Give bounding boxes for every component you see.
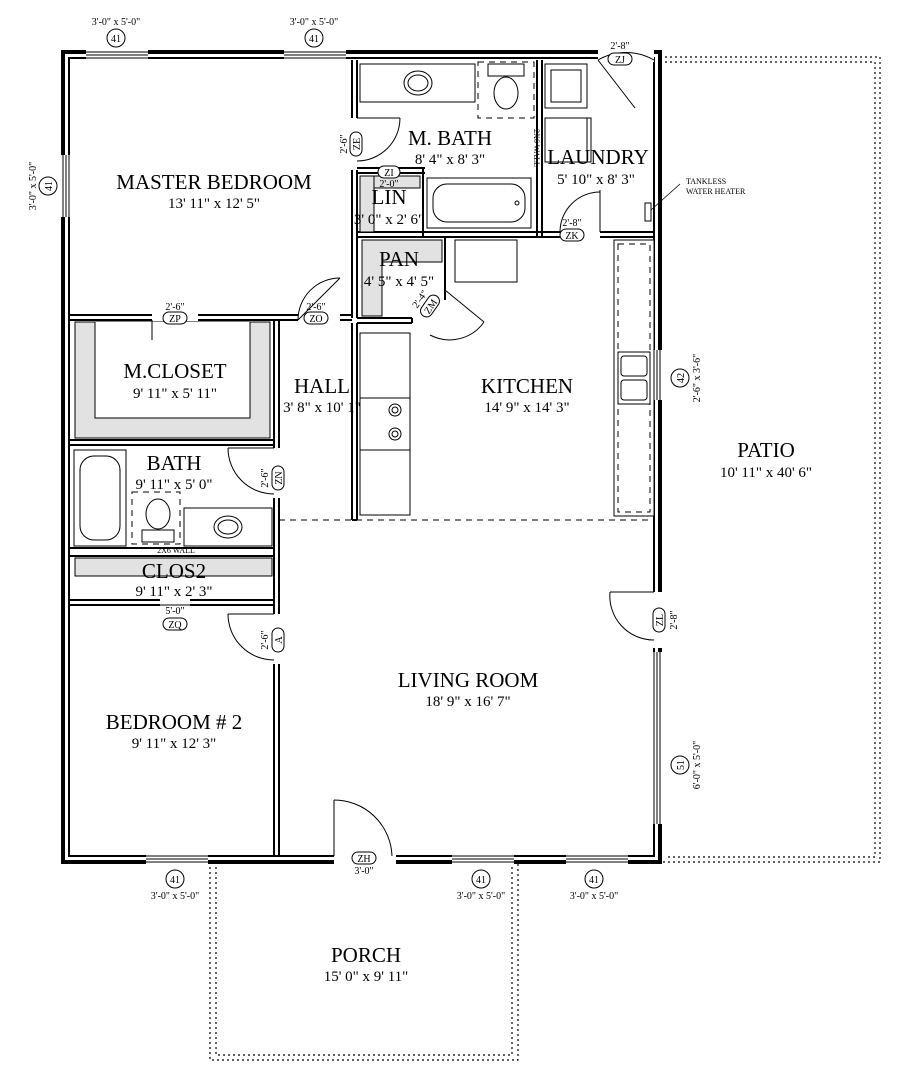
bath-dim: 9' 11" x 5' 0" xyxy=(135,477,212,493)
door-swings xyxy=(151,51,655,857)
window-tag-bot-right: 41 xyxy=(589,875,599,886)
patio-dim: 10' 11" x 40' 6" xyxy=(720,465,812,481)
master-bedroom-name: MASTER BEDROOM xyxy=(116,170,312,194)
living-room-dim: 18' 9" x 16' 7" xyxy=(425,694,510,710)
hall-dim: 3' 8" x 10' 1" xyxy=(283,400,361,416)
window-size-kitchen: 2'-6" x 3'-6" xyxy=(692,354,703,402)
living-room-name: LIVING ROOM xyxy=(398,668,539,692)
window-tag-left: 41 xyxy=(44,181,55,191)
pan-name: PAN xyxy=(379,247,419,271)
door-tag-zo: ZO xyxy=(309,314,322,325)
door-tag-zn: ZN xyxy=(274,471,285,484)
window-size-top-mid: 3'-0" x 5'-0" xyxy=(290,17,338,28)
door-tag-zj: ZJ xyxy=(615,55,625,66)
door-size-zn: 2'-6" xyxy=(260,468,271,487)
window-size-bot-left: 3'-0" x 5'-0" xyxy=(151,891,199,902)
door-tag-zh: ZH xyxy=(357,854,370,865)
hall-name: HALL xyxy=(294,374,350,398)
bath-name: BATH xyxy=(147,451,202,475)
notes: 2X6 WALL 2X6 WALL TANKLESS WATER HEATER xyxy=(157,129,746,555)
porch-name: PORCH xyxy=(331,943,401,967)
clos2-dim: 9' 11" x 2' 3" xyxy=(135,584,212,600)
door-tag-zl: ZL xyxy=(655,614,666,626)
door-tag-zi: ZI xyxy=(384,168,393,179)
note-water-heater: WATER HEATER xyxy=(686,187,746,196)
door-size-a: 2'-6" xyxy=(260,630,271,649)
door-tag-zp: ZP xyxy=(169,314,181,325)
lin-name: LIN xyxy=(372,185,407,209)
window-tag-bot-mid: 41 xyxy=(476,875,486,886)
note-2x6-wall-top: 2X6 WALL xyxy=(532,129,541,167)
pan-dim: 4' 5" x 4' 5" xyxy=(364,274,434,290)
window-size-bot-mid: 3'-0" x 5'-0" xyxy=(457,891,505,902)
window-size-bot-right: 3'-0" x 5'-0" xyxy=(570,891,618,902)
porch-dim: 15' 0" x 9' 11" xyxy=(324,969,409,985)
window-tag-living: 51 xyxy=(676,760,687,770)
patio-outline xyxy=(660,56,881,863)
kitchen-name: KITCHEN xyxy=(481,374,573,398)
laundry-dim: 5' 10" x 8' 3" xyxy=(557,172,635,188)
lin-dim: 3' 0" x 2' 6" xyxy=(354,212,424,228)
m-bath-name: M. BATH xyxy=(408,126,492,150)
window-tag-top-mid: 41 xyxy=(309,34,319,45)
m-closet-dim: 9' 11" x 5' 11" xyxy=(133,386,217,402)
master-bedroom-dim: 13' 11" x 12' 5" xyxy=(168,196,260,212)
kitchen-dim: 14' 9" x 14' 3" xyxy=(484,400,569,416)
fixtures xyxy=(73,61,681,547)
bedroom2-name: BEDROOM # 2 xyxy=(106,710,243,734)
window-tag-kitchen: 42 xyxy=(676,373,687,383)
m-closet-name: M.CLOSET xyxy=(123,359,226,383)
note-2x6-wall-bath: 2X6 WALL xyxy=(157,546,195,555)
clos2-name: CLOS2 xyxy=(142,559,206,583)
window-tag-bot-left: 41 xyxy=(170,875,180,886)
exterior-windows xyxy=(60,48,664,866)
note-tankless: TANKLESS xyxy=(686,177,726,186)
door-tag-zq: ZQ xyxy=(168,620,182,631)
door-size-ze: 2'-6" xyxy=(339,134,350,153)
door-size-zj: 2'-8" xyxy=(610,41,629,52)
window-size-top-left: 3'-0" x 5'-0" xyxy=(92,17,140,28)
laundry-name: LAUNDRY xyxy=(547,145,649,169)
door-size-zi: 2'-0" xyxy=(379,179,398,190)
door-size-zh: 3'-0" xyxy=(354,866,373,877)
door-tag-a: A xyxy=(274,636,285,644)
room-labels: MASTER BEDROOM 13' 11" x 12' 5" M. BATH … xyxy=(106,126,812,985)
door-tag-ze: ZE xyxy=(352,138,363,150)
interior-walls xyxy=(69,60,654,856)
door-size-zp: 2'-6" xyxy=(165,302,184,313)
door-size-zo: 2'-6" xyxy=(306,302,325,313)
window-tags: 3'-0" x 5'-0" 41 3'-0" x 5'-0" 41 3'-0" … xyxy=(28,17,703,902)
porch-outline xyxy=(209,862,519,1061)
window-size-left: 3'-0" x 5'-0" xyxy=(28,162,39,210)
door-tag-zk: ZK xyxy=(565,231,579,242)
m-bath-dim: 8' 4" x 8' 3" xyxy=(415,152,485,168)
patio-name: PATIO xyxy=(737,438,795,462)
window-tag-top-left: 41 xyxy=(111,34,121,45)
door-size-zq: 5'-0" xyxy=(165,606,184,617)
bedroom2-dim: 9' 11" x 12' 3" xyxy=(132,736,217,752)
door-size-zl: 2'-8" xyxy=(669,610,680,629)
window-size-living: 6'-0" x 5'-0" xyxy=(692,741,703,789)
shelving xyxy=(74,175,443,577)
door-size-zk: 2'-8" xyxy=(562,218,581,229)
